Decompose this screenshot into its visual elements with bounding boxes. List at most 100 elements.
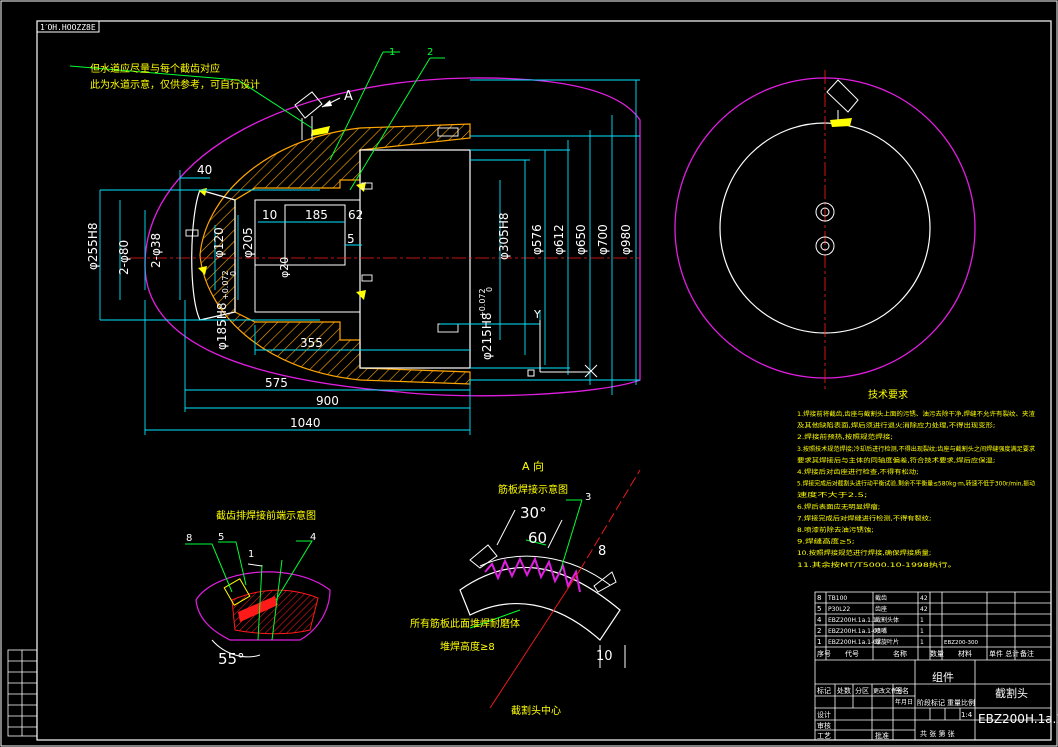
dim-2phi80: 2-φ80 [117,240,131,275]
drawing-no: EBZ200H.1a.1 [978,712,1058,726]
section-arrow-a: A [344,89,353,104]
scale-value: 1:4 [961,711,973,719]
dim-185: 185 [305,208,328,222]
dim-phi120: φ120 [212,227,226,258]
tech-req-line: 1.焊接前将截齿,齿座与截割头上面的污锈、油污去除干净,焊缝不允许有裂纹、夹渣 [797,410,1036,418]
dim-phi700: φ700 [596,224,610,255]
tech-req-line: 5.焊接完成后对截割头进行动平衡试验,剩余不平衡量≤580kg·m,转速不低于3… [797,480,1035,488]
part-name-cell: 螺旋叶片 [875,638,899,646]
inner-bore [359,149,471,369]
rev-4: 更改文件号 [873,687,903,695]
part-qty: 42 [920,595,928,602]
a-view-subtitle: 筋板焊接示意图 [498,483,568,496]
a-dim-8: 8 [598,544,606,559]
weld-num-5: 5 [218,532,224,543]
sign-3: 工艺 [817,732,831,740]
tech-req-line: 要求其焊接后与主体的同轴度偏差,符合技术要求,焊后应保温; [797,456,995,464]
tech-req-line: 6.焊后表面应无明显焊瘤; [797,503,880,511]
weld-detail-title: 截齿排焊接前端示意图 [216,509,316,522]
part-material: EBZ200-300 [944,640,978,646]
weight-label: 重量 [947,699,961,707]
a-note: 所有筋板此面堆焊耐磨体 [410,617,520,630]
part-qty: 42 [920,606,928,613]
parts-header-cell: 代号 [845,649,859,658]
dim-5: 5 [347,232,355,246]
parts-header-cell: 单件 总计 [989,649,1019,658]
part-qty: 1 [920,639,924,646]
a-angle: 30° [520,504,547,522]
leader-2: 2 [427,47,433,58]
part-no: 1 [817,638,821,646]
rev-1: 标记 [817,686,831,695]
tech-title: 技术要求 [868,388,908,401]
tech-requirements: 技术要求 1.焊接前将截齿,齿座与截割头上面的污锈、油污去除干净,焊缝不允许有裂… [797,388,1036,569]
dim-phi185: φ185H8 [215,303,229,350]
rev-6: 年月日 [895,698,913,706]
parts-header-cell: 名称 [893,649,907,658]
tech-req-line: 9.焊缝高度≥5; [797,538,855,546]
parts-header-cell: 数量 [930,649,944,658]
parts-header-cell: 备注 [1020,649,1034,658]
part-qty: 1 [920,617,924,624]
main-view: 但水道应尽量与每个截齿对应 此为水道示意，仅供参考，可自行设计 1 2 A 40… [69,47,641,435]
rev-2: 处数 [837,686,851,695]
dim-575: 575 [265,376,288,390]
note-line-1: 但水道应尽量与每个截齿对应 [90,62,220,75]
end-view [674,70,976,390]
tech-req-line: 11.其余按MT/T5000.10-1998执行。 [797,561,957,569]
dim-phi576: φ576 [530,224,544,255]
shaft-bore [254,199,361,313]
title-block [814,591,1052,741]
dim-10: 10 [262,208,277,222]
weld-spiral [484,556,581,593]
tech-req-line: 2.焊接前预热,按照规范焊接; [797,433,893,441]
tech-req-line: 3.按照技术规范焊接;冷却后进行检测,不得出现裂纹;齿座与截割头之间焊缝强度满足… [797,445,1035,453]
sheet-label: 共 张 第 张 [920,729,955,738]
nose [191,189,236,321]
dim-phi205: φ205 [241,227,255,258]
tech-req-line: 8.喷漆前除去油污锈蚀; [797,526,874,534]
part-no: 2 [817,627,821,635]
y-axis-label: Y [533,308,541,321]
weld-num-1: 1 [248,549,254,560]
left-margin-table [7,649,38,737]
tech-req-line: 10.按照焊接规范进行焊接,确保焊接质量; [797,549,931,557]
dim-355: 355 [300,336,323,350]
part-no: 4 [817,616,822,624]
tech-req-line: 及其他缺陷表面,焊后须进行退火消除应力处理,不得出现变形; [797,422,995,430]
dim-phi215-tol-lo: 0 [485,287,494,292]
part-name-cell: 喷嘴 [875,627,887,635]
a-dim-10: 10 [596,649,613,664]
detail-a-view: A 向 筋板焊接示意图 30° 60 8 3 10 所有筋板此面堆焊耐磨体 堆焊… [410,459,641,717]
dim-phi650: φ650 [574,224,588,255]
weld-num-8: 8 [186,533,192,544]
parts-header-cell: 材料 [958,649,972,658]
dim-40: 40 [197,163,212,177]
stage-label: 阶段标记 [917,698,945,707]
part-name-cell: 齿座 [875,605,887,613]
part-no: 8 [817,594,821,602]
note-line-2: 此为水道示意，仅供参考，可自行设计 [90,78,260,91]
part-code: P30L22 [828,606,850,613]
sign-1: 设计 [817,710,831,719]
part-code: TB100 [827,595,847,602]
outer-profile [144,77,641,397]
dim-phi185-tol-lo: 0 [229,271,238,276]
weld-angle: 55° [218,650,245,668]
sign-4: 批准 [875,731,889,740]
title-stamp-box [36,20,100,33]
part-code: EBZ200H.1a.1.1 [828,617,877,624]
tech-req-line: 速度不大于2.5; [797,491,867,499]
dim-62: 62 [348,208,363,222]
tech-req-line: 4.焊接后对齿座进行检查,不得有松动; [797,468,919,476]
title-block-text: 组件 截割头 EBZ200H.1a.1 1:4 阶段标记 重量 比例 共 张 第… [817,670,1058,740]
dim-phi215: φ215H8 [480,313,494,360]
a-center-label: 截割头中心 [511,704,561,717]
a-dim-3: 3 [585,492,591,503]
part-name-cell: 截齿 [875,594,887,602]
a-view-title: A 向 [522,459,544,473]
detail-weld-front: 截齿排焊接前端示意图 8 5 1 4 55° [185,509,331,668]
dim-2phi38: 2-φ38 [149,233,163,268]
part-code: EBZ200H.1a.1-01 [828,628,881,635]
